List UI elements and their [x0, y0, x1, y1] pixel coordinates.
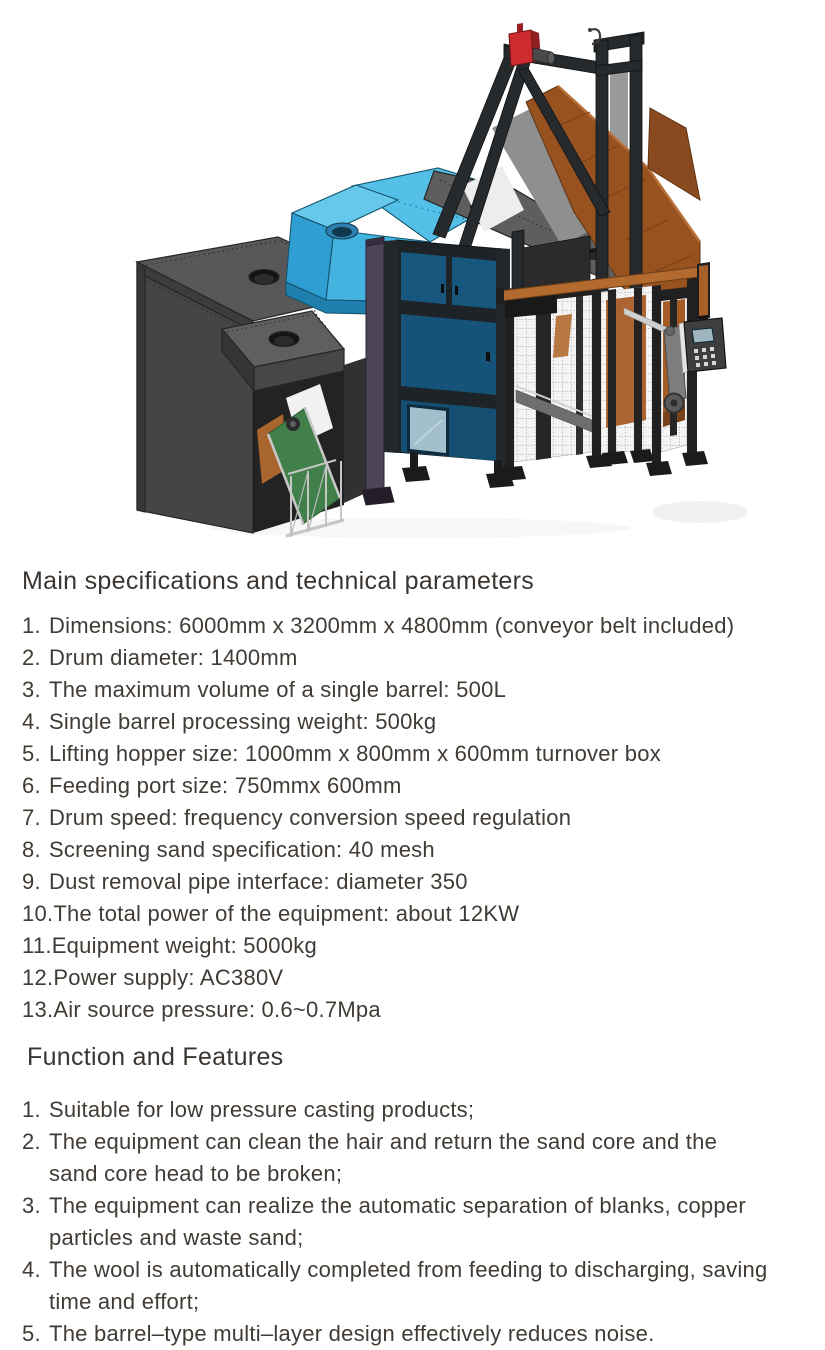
item-number: 7.	[22, 805, 41, 830]
item-number: 5.	[22, 741, 41, 766]
spec-item-5: 5. Lifting hopper size: 1000mm x 800mm x …	[22, 738, 804, 770]
item-text: Air source pressure: 0.6~0.7Mpa	[53, 997, 381, 1022]
hoist-motor	[508, 23, 555, 67]
spec-item-9: 9. Dust removal pipe interface: diameter …	[22, 866, 804, 898]
hoist-tower	[432, 31, 645, 305]
item-number: 1.	[22, 1097, 41, 1122]
spec-item-12: 12.Power supply: AC380V	[22, 962, 804, 994]
item-number: 2.	[22, 645, 41, 670]
spec-item-3: 3. The maximum volume of a single barrel:…	[22, 674, 804, 706]
item-number: 13.	[22, 997, 54, 1022]
item-number: 3.	[22, 1193, 41, 1218]
item-number: 6.	[22, 773, 41, 798]
item-text: Feeding port size: 750mmx 600mm	[49, 773, 402, 798]
spec-item-7: 7. Drum speed: frequency conversion speed…	[22, 802, 804, 834]
features-list: 1. Suitable for low pressure casting prod…	[22, 1094, 804, 1350]
item-number: 1.	[22, 613, 41, 638]
duct-column	[361, 236, 395, 506]
feature-item-5: 5. The barrel–type multi–layer design eff…	[22, 1318, 804, 1350]
item-text: The maximum volume of a single barrel: 5…	[49, 677, 507, 702]
control-pendant	[678, 315, 727, 374]
spec-item-4: 4. Single barrel processing weight: 500kg	[22, 706, 804, 738]
item-number: 11.	[22, 933, 52, 958]
item-text: Lifting hopper size: 1000mm x 800mm x 60…	[49, 741, 661, 766]
floor-shadow	[652, 501, 748, 523]
item-number: 4.	[22, 1257, 41, 1282]
machine-render-svg	[135, 23, 748, 538]
pendant-buttons	[694, 347, 716, 367]
item-text: time and effort;	[49, 1289, 200, 1314]
feed-shelf	[220, 310, 346, 393]
spec-item-2: 2. Drum diameter: 1400mm	[22, 642, 804, 674]
spec-item-13: 13.Air source pressure: 0.6~0.7Mpa	[22, 994, 804, 1026]
item-text: Suitable for low pressure casting produc…	[49, 1097, 475, 1122]
machine-render	[0, 0, 825, 556]
safety-fence	[496, 262, 710, 481]
feature-item-1: 1. Suitable for low pressure casting prod…	[22, 1094, 804, 1126]
item-text: The barrel–type multi–layer design effec…	[49, 1321, 655, 1346]
item-text: Dimensions: 6000mm x 3200mm x 4800mm (co…	[49, 613, 735, 638]
item-number: 5.	[22, 1321, 41, 1346]
item-text: sand core head to be broken;	[49, 1161, 343, 1186]
item-text: The wool is automatically completed from…	[49, 1257, 768, 1282]
item-number: 8.	[22, 837, 41, 862]
item-text: particles and waste sand;	[49, 1225, 304, 1250]
item-text: Screening sand specification: 40 mesh	[49, 837, 435, 862]
feature-item-2: 2. The equipment can clean the hair and r…	[22, 1126, 804, 1190]
document-body: Main specifications and technical parame…	[0, 566, 825, 1350]
item-number: 4.	[22, 709, 41, 734]
item-text: Power supply: AC380V	[53, 965, 284, 990]
spec-item-11: 11.Equipment weight: 5000kg	[22, 930, 804, 962]
discharge-conveyor	[253, 357, 368, 538]
item-number: 12.	[22, 965, 54, 990]
item-number: 2.	[22, 1129, 41, 1154]
specs-list: 1. Dimensions: 6000mm x 3200mm x 4800mm (…	[22, 610, 804, 1026]
spec-item-8: 8. Screening sand specification: 40 mesh	[22, 834, 804, 866]
spec-item-6: 6. Feeding port size: 750mmx 600mm	[22, 770, 804, 802]
pendant-screen	[691, 327, 715, 344]
item-text: The total power of the equipment: about …	[53, 901, 520, 926]
item-text: Drum diameter: 1400mm	[49, 645, 298, 670]
item-text: Single barrel processing weight: 500kg	[49, 709, 437, 734]
crane-hook-icon	[588, 28, 602, 46]
spec-item-1: 1. Dimensions: 6000mm x 3200mm x 4800mm (…	[22, 610, 804, 642]
item-text: Drum speed: frequency conversion speed r…	[49, 805, 572, 830]
features-section-heading: Function and Features	[27, 1043, 284, 1071]
item-text: Equipment weight: 5000kg	[51, 933, 317, 958]
specs-section-heading: Main specifications and technical parame…	[22, 567, 535, 595]
feature-item-3: 3. The equipment can realize the automati…	[22, 1190, 804, 1254]
item-number: 9.	[22, 869, 41, 894]
item-text: The equipment can realize the automatic …	[49, 1193, 746, 1218]
item-text: Dust removal pipe interface: diameter 35…	[49, 869, 468, 894]
feature-item-4: 4. The wool is automatically completed fr…	[22, 1254, 804, 1318]
support-truss	[285, 459, 345, 538]
item-number: 10.	[22, 901, 54, 926]
electrical-cabinet	[384, 239, 514, 488]
item-text: The equipment can clean the hair and ret…	[49, 1129, 718, 1154]
spec-item-10: 10.The total power of the equipment: abo…	[22, 898, 804, 930]
item-number: 3.	[22, 677, 41, 702]
